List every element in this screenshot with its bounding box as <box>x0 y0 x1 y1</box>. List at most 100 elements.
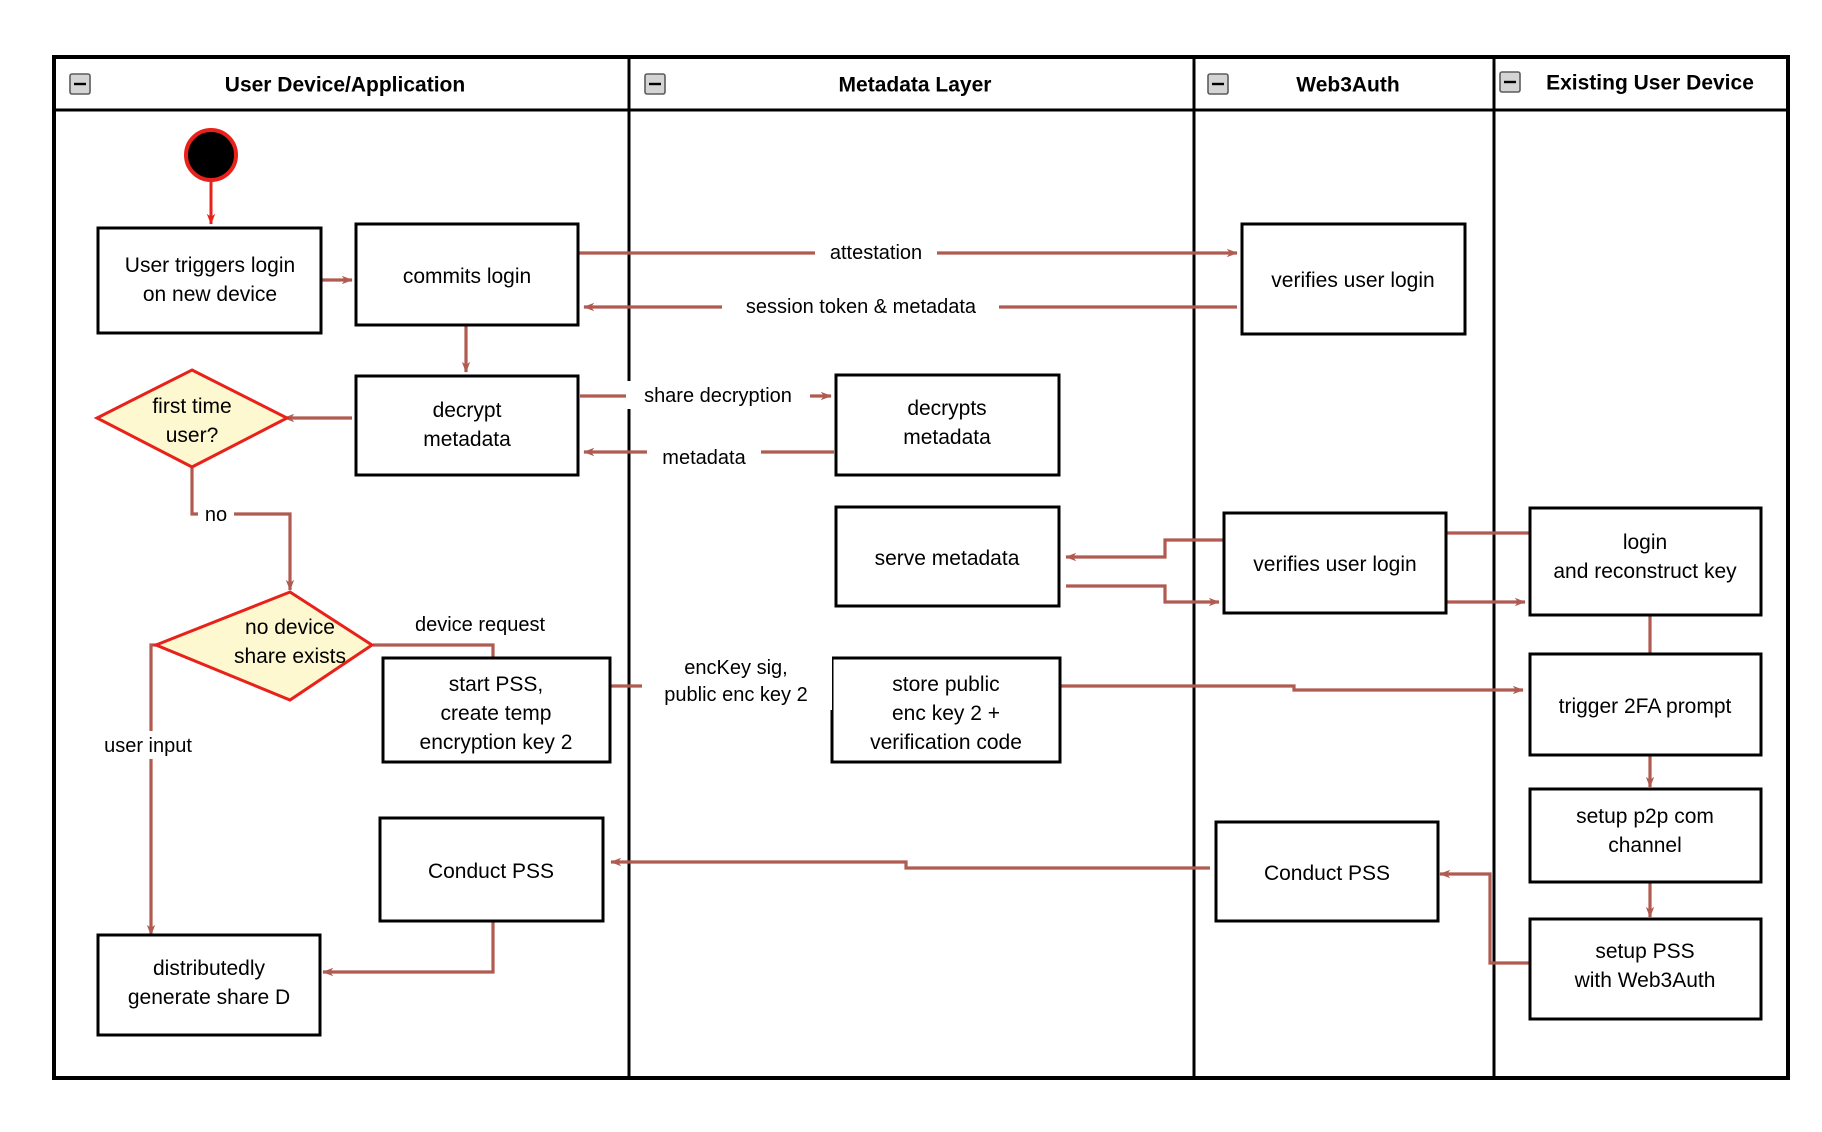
node-label-line-2: and reconstruct key <box>1553 560 1737 583</box>
edge-label-text: metadata <box>662 447 746 469</box>
node-label-line-2: metadata <box>903 426 991 449</box>
node-decrypts-metadata[interactable]: decrypts metadata <box>834 373 1061 477</box>
node-label-line-1: decrypt <box>433 399 502 422</box>
start-circle-icon[interactable] <box>184 128 238 182</box>
edge-verifies-2-to-serve-metadata <box>1065 538 1225 562</box>
node-label: serve metadata <box>875 547 1020 570</box>
node-verifies-user-login-1[interactable]: verifies user login <box>1240 222 1467 336</box>
node-distributedly-generate-share-d[interactable]: distributedly generate share D <box>96 933 322 1037</box>
node-trigger-2fa-prompt[interactable]: trigger 2FA prompt <box>1528 652 1763 757</box>
node-box[interactable] <box>96 226 323 335</box>
decision-diamond[interactable] <box>93 368 291 469</box>
node-label-line-2: enc key 2 + <box>892 702 1000 725</box>
node-login-and-reconstruct-key[interactable]: login and reconstruct key <box>1528 506 1763 617</box>
node-no-device-share-exists[interactable]: no device share exists <box>151 590 375 702</box>
node-box[interactable] <box>1214 820 1440 923</box>
edge-label-text: device request <box>415 614 546 636</box>
edge-label-text: attestation <box>830 242 922 264</box>
node-first-time-user[interactable]: first time user? <box>93 368 291 469</box>
node-conduct-pss-user[interactable]: Conduct PSS <box>378 816 605 923</box>
node-verifies-user-login-2[interactable]: verifies user login <box>1222 511 1448 615</box>
node-box[interactable] <box>834 373 1061 477</box>
edge-label-text: user input <box>104 735 192 757</box>
edge-serve-metadata-to-verifies-2 <box>1066 584 1220 607</box>
edge-label-user-input: user input <box>96 731 206 759</box>
edge-label-text: no <box>205 504 227 526</box>
edge-user-input <box>146 643 158 936</box>
node-box[interactable] <box>830 656 1062 764</box>
lane-header-web3auth[interactable]: Web3Auth <box>1207 73 1400 97</box>
edge-label-share-decryption: share decryption <box>626 381 810 409</box>
node-label-line-2: with Web3Auth <box>1574 969 1716 992</box>
node-label-line-1: decrypts <box>907 397 986 420</box>
node-label: verifies user login <box>1271 269 1434 292</box>
node-label: trigger 2FA prompt <box>1559 695 1732 718</box>
lane-header-existing-device[interactable]: Existing User Device <box>1499 71 1754 95</box>
node-box[interactable] <box>96 933 322 1037</box>
node-box[interactable] <box>381 656 612 764</box>
node-conduct-pss-web3auth[interactable]: Conduct PSS <box>1214 820 1440 923</box>
node-box[interactable] <box>1528 787 1763 884</box>
node-box[interactable] <box>354 222 580 327</box>
node-commits-login[interactable]: commits login <box>354 222 580 327</box>
node-box[interactable] <box>1222 511 1448 615</box>
edge-label-no: no <box>198 500 234 528</box>
node-label: verifies user login <box>1253 553 1416 576</box>
node-store-public-enc-key[interactable]: store public enc key 2 + verification co… <box>830 656 1062 764</box>
edge-no-branch <box>190 467 295 591</box>
edge-conduct-pss-to-generate-share-d <box>322 921 495 977</box>
node-start-pss[interactable]: start PSS, create temp encryption key 2 <box>381 656 612 764</box>
edge-label-text-line-2: public enc key 2 <box>664 684 807 706</box>
node-decrypt-metadata[interactable]: decrypt metadata <box>354 374 580 477</box>
node-label-line-2: share exists <box>234 645 346 668</box>
label-backdrop <box>96 731 206 759</box>
node-box[interactable] <box>1240 222 1467 336</box>
edge-label-attestation: attestation <box>815 238 937 266</box>
edge-setup-pss-to-conduct-pss-web3auth <box>1439 869 1531 965</box>
node-user-triggers-login[interactable]: User triggers login on new device <box>96 226 323 335</box>
edge-label-text: session token & metadata <box>746 296 977 318</box>
node-label: Conduct PSS <box>1264 862 1390 885</box>
node-box[interactable] <box>378 816 605 923</box>
decision-diamond[interactable] <box>151 590 375 702</box>
node-label-line-1: setup PSS <box>1595 940 1694 963</box>
edge-label-session-token: session token & metadata <box>722 292 999 320</box>
node-box[interactable] <box>1528 652 1763 757</box>
node-start[interactable] <box>184 128 238 182</box>
node-label-line-1: User triggers login <box>125 254 295 277</box>
edge-label-text-line-1: encKey sig, <box>684 657 787 679</box>
label-backdrop <box>722 292 999 320</box>
label-backdrop <box>647 443 761 471</box>
node-label-line-2: channel <box>1608 834 1682 857</box>
node-setup-p2p-com-channel[interactable]: setup p2p com channel <box>1528 787 1763 884</box>
edge-label-text: share decryption <box>644 385 792 407</box>
lane-title-web3auth: Web3Auth <box>1296 74 1399 97</box>
node-label-line-1: login <box>1623 531 1667 554</box>
lane-title-existing-device: Existing User Device <box>1546 72 1754 95</box>
node-setup-pss-with-web3auth[interactable]: setup PSS with Web3Auth <box>1528 917 1763 1021</box>
node-label-line-2: on new device <box>143 283 277 306</box>
node-label-line-2: metadata <box>423 428 511 451</box>
node-label-line-2: create temp <box>441 702 552 725</box>
label-backdrop <box>198 500 234 528</box>
node-box[interactable] <box>1528 506 1763 617</box>
node-box[interactable] <box>354 374 580 477</box>
diagram-outer-border <box>52 55 1790 1080</box>
node-serve-metadata[interactable]: serve metadata <box>834 505 1061 608</box>
edge-conduct-pss-web3auth-to-user <box>610 857 1210 870</box>
node-label-line-1: setup p2p com <box>1576 805 1714 828</box>
lane-header-metadata[interactable]: Metadata Layer <box>644 73 991 97</box>
node-label-line-1: no device <box>245 616 335 639</box>
node-box[interactable] <box>1528 917 1763 1021</box>
edge-label-metadata: metadata <box>647 443 761 471</box>
node-label-line-2: user? <box>166 424 219 447</box>
label-backdrop <box>626 381 810 409</box>
node-label-line-3: encryption key 2 <box>420 731 573 754</box>
node-label-line-3: verification code <box>870 731 1022 754</box>
lane-header-user-device[interactable]: User Device/Application <box>69 73 465 97</box>
label-backdrop <box>815 238 937 266</box>
node-label-line-1: store public <box>892 673 999 696</box>
node-box[interactable] <box>834 505 1061 608</box>
